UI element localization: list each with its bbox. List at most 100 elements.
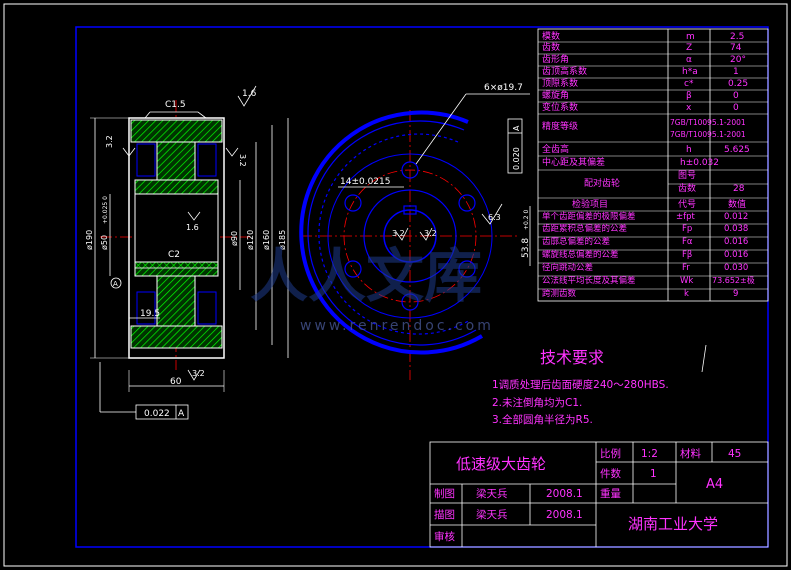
- inspection-val: 0.030: [724, 263, 748, 273]
- param-name: 齿顶高系数: [542, 65, 587, 77]
- param-val: 1: [733, 67, 739, 77]
- inspection-name: 齿距累积总偏差的公差: [542, 223, 627, 234]
- dim-rough-16-top: 1.6: [242, 89, 257, 99]
- runout-datum: A: [178, 409, 185, 419]
- inspection-sym: Fα: [682, 237, 693, 247]
- watermark-url: www.renrendoc.com: [300, 318, 494, 334]
- dim-holes: 6×ø19.7: [484, 83, 523, 93]
- param-name: 模数: [542, 30, 560, 42]
- qty-value: 1: [650, 468, 657, 480]
- inspection-val: 73.652±极: [712, 275, 755, 285]
- inspection-sym: Wk: [680, 276, 693, 286]
- mating-r2-label: 齿数: [678, 182, 696, 194]
- inspection-header-value: 数值: [728, 198, 746, 210]
- inspection-val: 0.016: [724, 250, 748, 260]
- material-value: 45: [728, 448, 741, 460]
- param-sym: c*: [684, 79, 694, 89]
- inspection-sym: ±fpt: [676, 212, 696, 222]
- inspection-val: 0.038: [724, 224, 748, 234]
- mating-r2-val: 28: [733, 184, 745, 194]
- drawn-label: 制图: [434, 487, 455, 500]
- drawn-by: 梁天兵: [476, 487, 508, 500]
- inspection-name: 公法线平均长度及其偏差: [542, 275, 636, 286]
- mating-r1-label: 图号: [678, 170, 696, 181]
- review-label: 审核: [434, 530, 455, 543]
- param-val: 0: [733, 103, 739, 113]
- dim-195: 19.5: [140, 309, 160, 319]
- dim-key-depth: 53.8: [521, 238, 531, 258]
- dim-rough-32-bore: 3.2: [392, 229, 405, 238]
- par-datum: A: [512, 125, 521, 131]
- inspection-name: 单个齿距偏差的极限偏差: [542, 211, 636, 222]
- inspection-name: 径向跳动公差: [542, 262, 593, 273]
- params-section: 模数 m 2.5 齿数 Z 74 齿形角 α 20° 齿顶高系数 h*a 1 顶…: [542, 30, 748, 113]
- dim-d185: ø185: [278, 230, 287, 250]
- dim-c2: C2: [168, 250, 180, 260]
- dim-rough-16-web: 1.6: [186, 223, 199, 232]
- param-sym: h*a: [682, 67, 698, 77]
- par-value: 0.020: [512, 147, 521, 170]
- weight-label: 重量: [600, 487, 621, 500]
- inspection-section: 检验项目 代号 数值 单个齿距偏差的极限偏差 ±fpt 0.012 齿距累积总偏…: [542, 198, 755, 299]
- param-val: 20°: [730, 55, 746, 65]
- inspection-header-item: 检验项目: [572, 198, 608, 210]
- param-val: 74: [730, 43, 742, 53]
- inspection-name: 齿廓总偏差的公差: [542, 236, 610, 247]
- material-label: 材料: [680, 447, 701, 460]
- dim-rough-32-left: 3.2: [105, 135, 114, 148]
- outer-frame: [3, 3, 788, 567]
- dim-rough-32-bottom: 3.2: [192, 369, 205, 378]
- full-depth-label: 全齿高: [542, 143, 569, 155]
- qty-label: 件数: [600, 467, 621, 480]
- tech-req-item-1: 1调质处理后齿面硬度240～280HBS.: [492, 378, 669, 391]
- dim-d120: ø120: [246, 230, 255, 250]
- scale-label: 比例: [600, 447, 621, 460]
- dim-d50: ø50: [100, 235, 109, 250]
- param-sym: β: [686, 91, 692, 101]
- inspection-val: 0.016: [724, 237, 748, 247]
- dim-rough-32-bore-r: 3.2: [424, 229, 437, 238]
- dim-key-width: 14±0.0215: [340, 177, 390, 187]
- dim-c15: C1.5: [165, 100, 186, 110]
- dim-d90: ø90: [230, 231, 239, 246]
- tech-req-item-2: 2.未注倒角均为C1.: [492, 396, 582, 409]
- param-sym: Z: [686, 43, 692, 53]
- param-name: 齿数: [542, 41, 560, 53]
- runout-value: 0.022: [144, 409, 170, 419]
- inspection-sym: Fβ: [682, 250, 692, 260]
- inspection-sym: Fp: [682, 224, 692, 234]
- full-depth-val: 5.625: [724, 145, 750, 155]
- watermark-text: 人人文库: [250, 242, 482, 310]
- center-distance-label: 中心距及其偏差: [542, 156, 605, 168]
- param-sym: α: [686, 55, 692, 65]
- section-view: [90, 85, 289, 420]
- full-depth-sym: h: [686, 145, 692, 155]
- sheet-size: A4: [706, 477, 723, 492]
- traced-label: 描图: [434, 508, 455, 521]
- inspection-name: 螺旋线总偏差的公差: [542, 249, 619, 260]
- scale-value: 1:2: [641, 448, 658, 460]
- title-block-grid: [429, 441, 769, 548]
- param-name: 螺旋角: [542, 89, 569, 101]
- part-name: 低速级大齿轮: [456, 455, 546, 473]
- inspection-sym: k: [684, 289, 689, 299]
- param-val: 2.5: [730, 32, 744, 42]
- dim-key-depth-tol: +0.2 0: [523, 210, 530, 230]
- param-sym: m: [686, 32, 695, 42]
- traced-date: 2008.1: [546, 509, 583, 521]
- traced-by: 梁天兵: [476, 508, 508, 521]
- inspection-sym: Fr: [682, 263, 690, 273]
- inspection-name: 跨测齿数: [542, 288, 577, 299]
- dim-rough-32-right: 3.2: [238, 154, 247, 167]
- accuracy-val-1: 7GB/T10095.1-2001: [670, 118, 746, 127]
- organization: 湖南工业大学: [628, 515, 718, 533]
- inspection-val: 9: [733, 289, 738, 299]
- dim-60: 60: [170, 377, 182, 387]
- front-view: [299, 93, 531, 380]
- tech-req-title: 技术要求: [540, 348, 604, 367]
- inspection-val: 0.012: [724, 212, 748, 222]
- tech-divider: [701, 344, 707, 373]
- mating-label: 配对齿轮: [584, 177, 620, 189]
- param-table-rows: [538, 41, 768, 290]
